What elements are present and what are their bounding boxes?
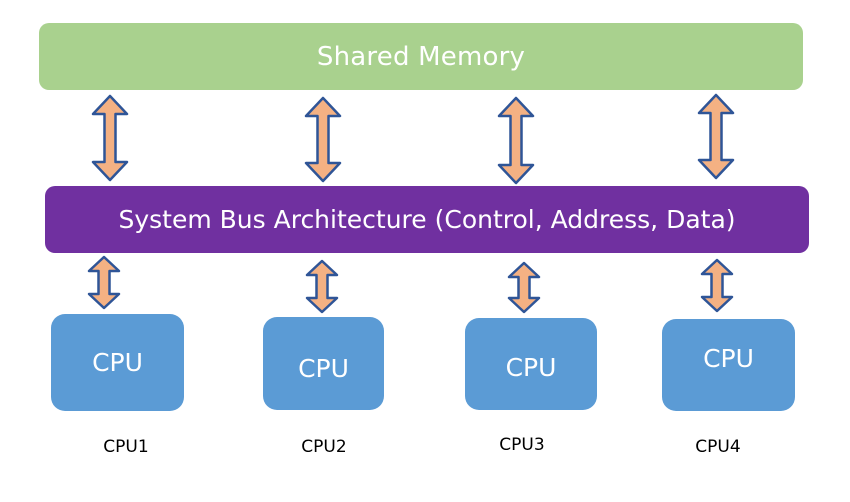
bus-cpu3-arrow-icon: [507, 261, 541, 314]
cpu-caption-4: CPU4: [695, 437, 741, 457]
memory-bus-arrow-1-icon: [91, 94, 129, 182]
bus-cpu4-arrow-icon: [700, 258, 734, 313]
cpu-caption-2: CPU2: [301, 437, 347, 457]
cpu-block-3: CPU: [465, 318, 597, 410]
memory-bus-arrow-2-icon: [304, 96, 342, 183]
shared-memory-block: Shared Memory: [39, 23, 803, 90]
memory-bus-arrow-4-icon: [697, 93, 735, 180]
shared-memory-label: Shared Memory: [316, 41, 526, 72]
cpu-block-label: CPU: [505, 352, 557, 382]
cpu-block-label: CPU: [298, 354, 349, 383]
cpu-caption-3: CPU3: [499, 435, 545, 455]
bus-cpu2-arrow-icon: [305, 259, 339, 314]
cpu-block-1: CPU: [51, 314, 184, 411]
cpu-block-label: CPU: [703, 343, 754, 373]
cpu-block-4: CPU: [662, 319, 795, 411]
bus-cpu1-arrow-icon: [87, 255, 121, 310]
system-bus-block: System Bus Architecture (Control, Addres…: [45, 186, 809, 253]
memory-bus-arrow-3-icon: [497, 96, 535, 185]
cpu-caption-1: CPU1: [103, 437, 149, 457]
cpu-block-2: CPU: [263, 317, 384, 410]
cpu-block-label: CPU: [92, 348, 143, 377]
system-bus-label: System Bus Architecture (Control, Addres…: [118, 205, 736, 234]
